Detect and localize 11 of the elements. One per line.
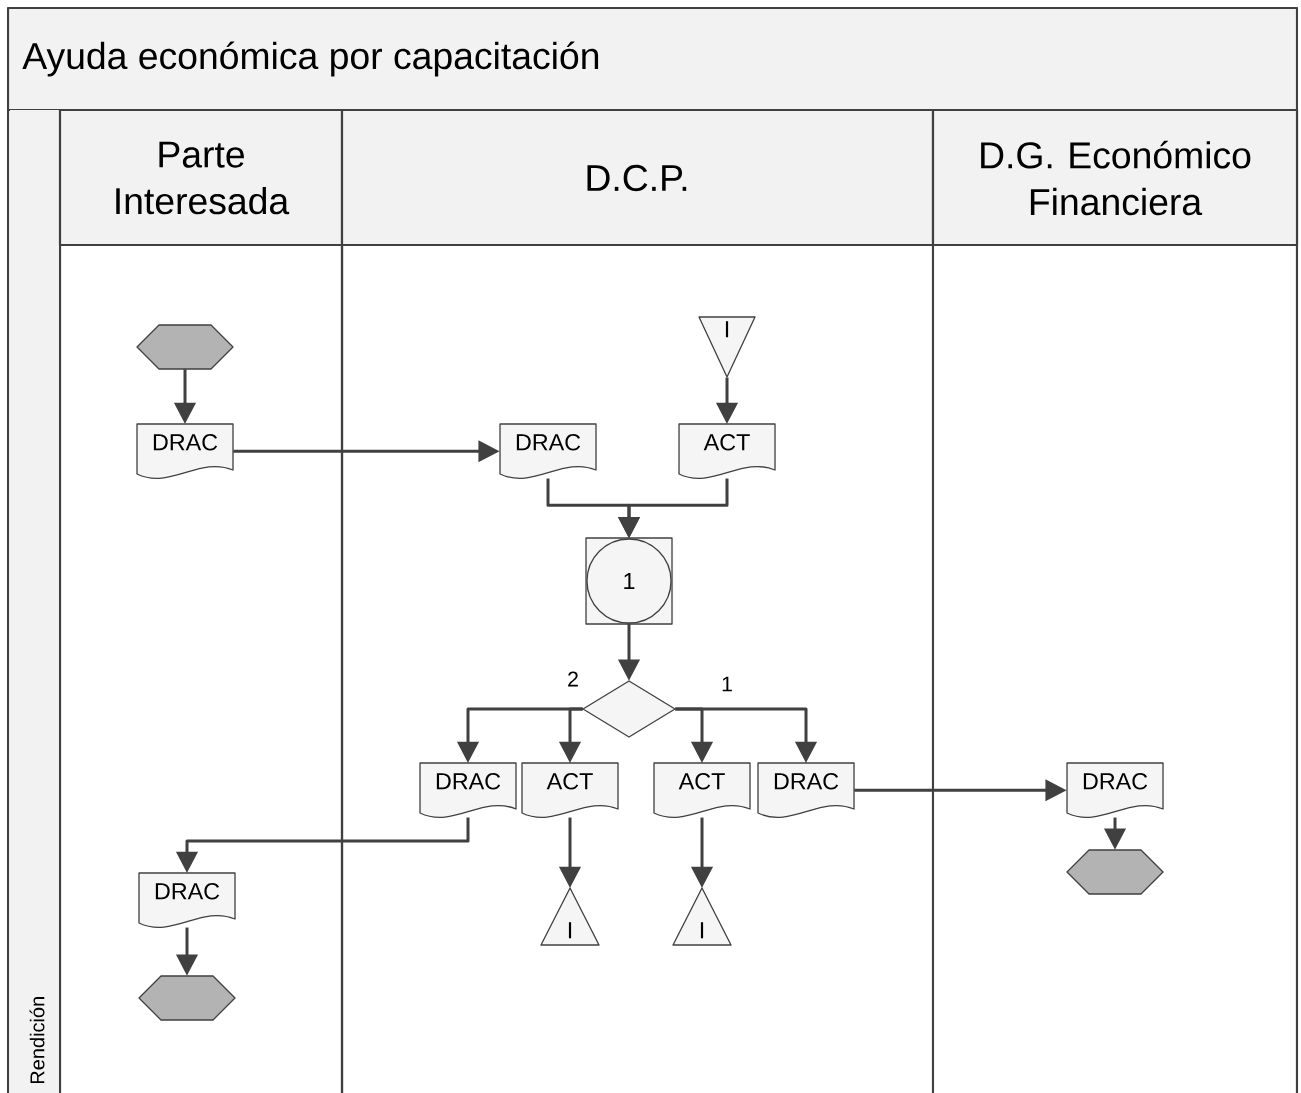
terminal-hexagon bbox=[1066, 849, 1164, 895]
storage-triangle: I bbox=[540, 887, 600, 946]
terminal-hexagon bbox=[138, 975, 236, 1021]
edge-label: 1 bbox=[722, 676, 732, 692]
edge-label: 2 bbox=[568, 671, 578, 687]
storage-triangle: I bbox=[698, 316, 756, 378]
storage-triangle: I bbox=[672, 887, 732, 946]
decision-diamond bbox=[582, 680, 676, 738]
phase-band: Rendición bbox=[10, 110, 62, 1093]
terminal-hexagon bbox=[136, 324, 234, 370]
node-label: Rendición bbox=[29, 997, 45, 1084]
